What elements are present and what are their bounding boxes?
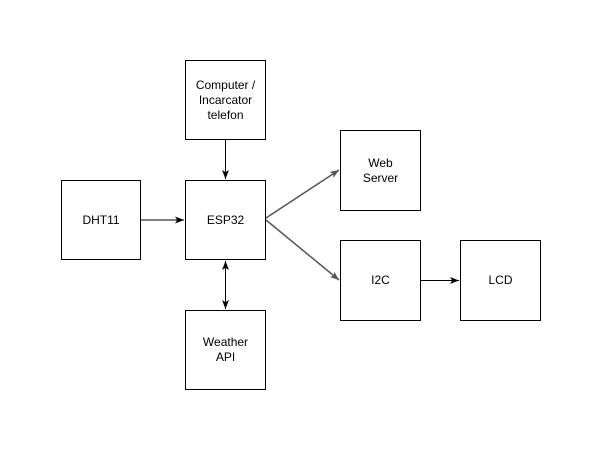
node-weather-api-label: Weather API (202, 335, 249, 364)
edge-esp32-to-web-server (265, 169, 340, 219)
node-weather-api: Weather API (185, 310, 266, 390)
node-lcd: LCD (460, 240, 541, 321)
node-web-server-label: Web Server (362, 155, 399, 185)
node-esp32-label: ESP32 (206, 212, 245, 227)
node-computer-charger: Computer / Incarcator telefon (185, 60, 266, 140)
node-lcd-label: LCD (488, 273, 513, 287)
edge-esp32-to-i2c (265, 219, 340, 281)
node-computer-charger-label: Computer / Incarcator telefon (195, 77, 256, 122)
node-i2c-label: I2C (371, 273, 390, 287)
node-i2c: I2C (340, 240, 421, 321)
node-web-server: Web Server (340, 130, 421, 211)
node-esp32: ESP32 (185, 180, 266, 260)
node-dht11: DHT11 (61, 180, 141, 260)
node-dht11-label: DHT11 (82, 212, 120, 227)
